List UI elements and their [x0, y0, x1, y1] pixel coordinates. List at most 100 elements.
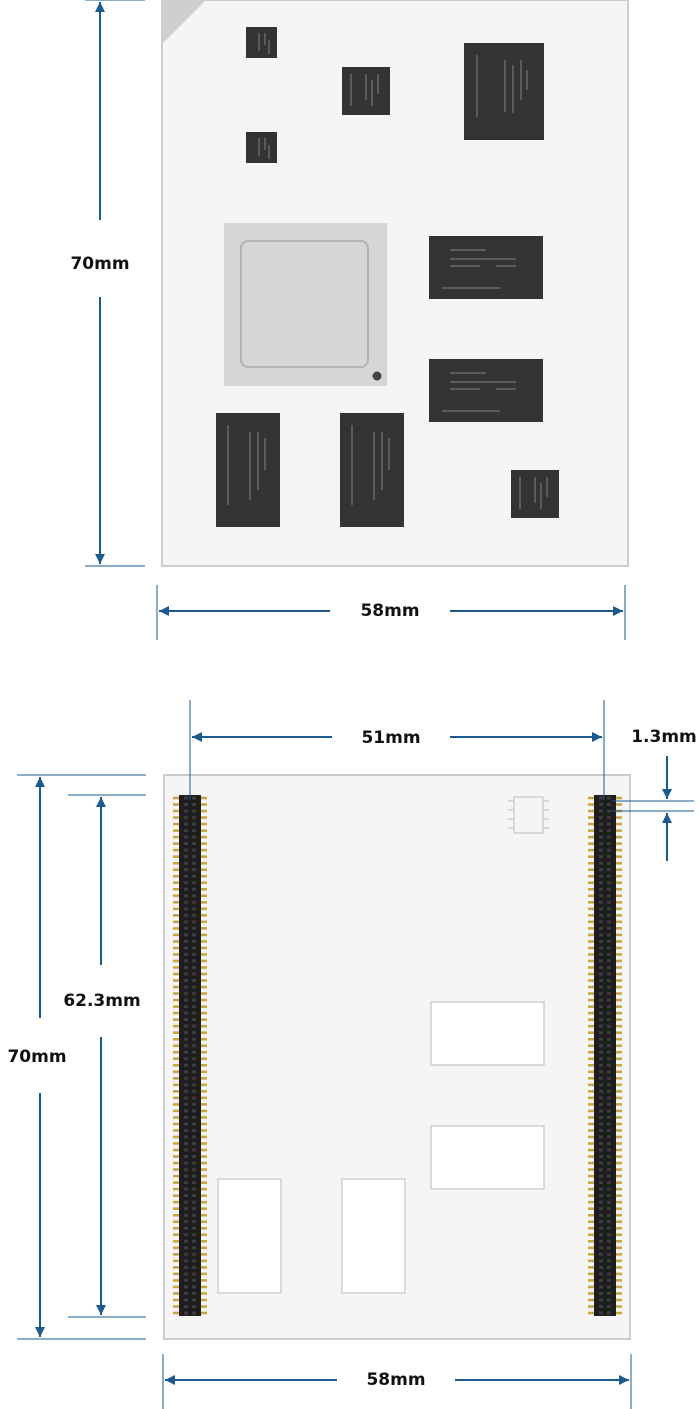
- connector-contact: [599, 1161, 603, 1165]
- connector-contact: [184, 907, 188, 911]
- connector-contact: [599, 1115, 603, 1119]
- connector-contact: [184, 1063, 188, 1067]
- connector-contact: [599, 881, 603, 885]
- connector-contact: [599, 1181, 603, 1185]
- top-view: 70mm 58mm: [70, 0, 629, 640]
- pin-offset-dimension: 1.3mm: [612, 727, 697, 861]
- connector-contact: [599, 1291, 603, 1295]
- connector-contact: [192, 816, 196, 820]
- connector-contact: [599, 1194, 603, 1198]
- connector-contact: [184, 1168, 188, 1172]
- connector-contact: [192, 998, 196, 1002]
- connector-contact: [607, 1252, 611, 1256]
- connector-contact: [192, 881, 196, 885]
- connector-contact: [607, 809, 611, 813]
- pin-offset-label: 1.3mm: [631, 727, 697, 747]
- connector-contact: [184, 1207, 188, 1211]
- connector-contact: [599, 1200, 603, 1204]
- connector-contact: [607, 1213, 611, 1217]
- connector-contact: [599, 803, 603, 807]
- connector-contact: [599, 1252, 603, 1256]
- chip-horizontal-1: [429, 236, 543, 299]
- connector-contact: [607, 1174, 611, 1178]
- bottom-height-label: 70mm: [7, 1047, 66, 1067]
- connector-contact: [184, 861, 188, 865]
- connector-contact: [192, 868, 196, 872]
- connector-contact: [184, 829, 188, 833]
- connector-contact: [192, 1207, 196, 1211]
- connector-contact: [192, 822, 196, 826]
- connector-contact: [607, 1135, 611, 1139]
- connector-contact: [599, 809, 603, 813]
- connector-contact: [607, 1083, 611, 1087]
- connector-contact: [599, 868, 603, 872]
- connector-contact: [607, 887, 611, 891]
- connector-contact: [599, 1220, 603, 1224]
- connector-contact: [184, 939, 188, 943]
- connector-contact: [184, 881, 188, 885]
- connector-contact: [184, 946, 188, 950]
- connector-contact: [192, 972, 196, 976]
- connector-contact: [184, 952, 188, 956]
- connector-contact: [184, 1213, 188, 1217]
- connector-contact: [192, 1024, 196, 1028]
- connector-contact: [607, 855, 611, 859]
- connector-contact: [599, 1031, 603, 1035]
- connector-contact: [192, 1037, 196, 1041]
- connector-contact: [184, 1181, 188, 1185]
- connector-contact: [192, 874, 196, 878]
- connector-contact: [607, 952, 611, 956]
- connector-contact: [184, 855, 188, 859]
- chip-vertical-2: [340, 413, 404, 527]
- connector-contact: [599, 796, 603, 800]
- connector-contact: [184, 1135, 188, 1139]
- connector-contact: [599, 946, 603, 950]
- connector-contact: [192, 985, 196, 989]
- connector-contact: [607, 965, 611, 969]
- connector-contact: [184, 1226, 188, 1230]
- footprint-horizontal-2: [430, 1125, 545, 1190]
- connector-contact: [607, 900, 611, 904]
- connector-contact: [184, 1018, 188, 1022]
- connector-contact: [192, 1272, 196, 1276]
- connector-contact: [184, 900, 188, 904]
- connector-contact: [599, 1050, 603, 1054]
- connector-contact: [607, 933, 611, 937]
- connector-contact: [607, 1128, 611, 1132]
- connector-contact: [599, 1128, 603, 1132]
- connector-contact: [607, 1311, 611, 1315]
- top-height-dimension: 70mm: [70, 0, 145, 567]
- connector-right: [588, 795, 622, 1316]
- connector-contact: [184, 913, 188, 917]
- connector-contact: [599, 874, 603, 878]
- connector-contact: [192, 1161, 196, 1165]
- connector-contact: [192, 1135, 196, 1139]
- connector-contact: [192, 1063, 196, 1067]
- connector-contact: [192, 1174, 196, 1178]
- connector-contact: [607, 1089, 611, 1093]
- connector-contact: [607, 1063, 611, 1067]
- connector-contact: [607, 1181, 611, 1185]
- connector-contact: [184, 1194, 188, 1198]
- connector-contact: [607, 829, 611, 833]
- connector-contact: [607, 1102, 611, 1106]
- connector-contact: [599, 1122, 603, 1126]
- connector-contact: [599, 1265, 603, 1269]
- connector-contact: [607, 959, 611, 963]
- connector-contact: [607, 1142, 611, 1146]
- connector-contact: [192, 1148, 196, 1152]
- connector-contact: [184, 1174, 188, 1178]
- chip-small-2: [246, 132, 277, 163]
- connector-contact: [599, 992, 603, 996]
- connector-contact: [607, 816, 611, 820]
- connector-contact: [599, 913, 603, 917]
- connector-contact: [192, 1011, 196, 1015]
- connector-contact: [192, 907, 196, 911]
- connector-contact: [607, 1168, 611, 1172]
- connector-contact: [184, 1037, 188, 1041]
- chip-large-top-right: [464, 43, 544, 140]
- connector-contact: [599, 1096, 603, 1100]
- connector-contact: [192, 1246, 196, 1250]
- connector-contact: [607, 1115, 611, 1119]
- connector-contact: [192, 842, 196, 846]
